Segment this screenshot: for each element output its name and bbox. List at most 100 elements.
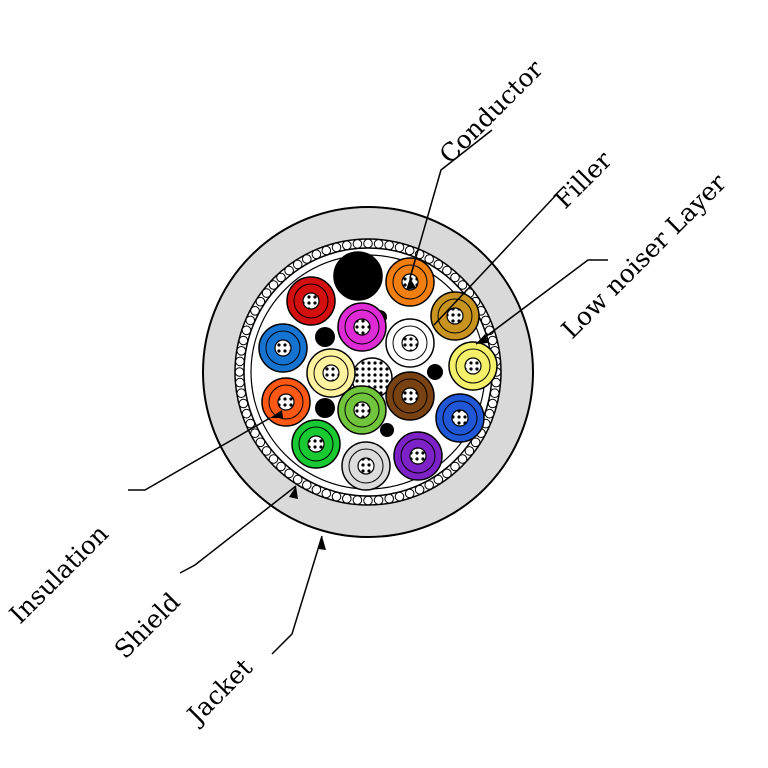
conductor [307, 435, 325, 453]
shield-bead [363, 238, 373, 249]
shield-bead [276, 461, 286, 472]
insulated-core [448, 341, 498, 391]
shield-bead [442, 265, 452, 276]
shield-bead [489, 388, 500, 399]
shield-bead [373, 239, 384, 249]
insulation-ring [455, 348, 491, 384]
insulated-core [435, 393, 485, 443]
shield-bead [236, 346, 247, 356]
insulation-ring [265, 330, 301, 366]
shield-bead [235, 356, 245, 367]
insulated-core [333, 251, 383, 301]
shield-bead [292, 474, 303, 485]
insulation-ring [400, 438, 436, 474]
filler-dot [315, 398, 335, 418]
leader-lines [128, 129, 608, 655]
arrowheads [270, 278, 488, 550]
insulation [333, 251, 383, 301]
shield-bead [442, 468, 452, 479]
filler-dot [315, 327, 335, 347]
filler-dot [427, 364, 443, 380]
insulated-core [261, 377, 311, 427]
shield-bead [450, 272, 460, 283]
shield-bead [255, 296, 266, 307]
shield-bead [457, 280, 468, 290]
insulation-ring [437, 298, 473, 334]
conductor [274, 339, 292, 357]
label-shield: Shield [109, 587, 186, 664]
shield-bead [268, 454, 279, 464]
shield-bead [352, 239, 363, 249]
insulation-ring [293, 283, 329, 319]
label-jacket: Jacket [180, 653, 258, 731]
conductor [302, 292, 320, 310]
conductor [353, 318, 371, 336]
conductor [322, 364, 340, 382]
label-insulation: Insulation [4, 519, 114, 629]
insulated-core [341, 441, 391, 491]
label-filler: Filler [549, 146, 618, 215]
shield-bead [470, 437, 481, 448]
shield-bead [236, 388, 247, 399]
shield-bead [255, 437, 266, 448]
insulated-core [337, 302, 387, 352]
insulated-core [430, 291, 480, 341]
shield-bead [284, 468, 294, 479]
conductor [446, 307, 464, 325]
shield-bead [487, 335, 498, 346]
shield-bead [276, 272, 286, 283]
shield-bead [384, 493, 395, 504]
shield-bead [261, 288, 272, 298]
insulated-core [258, 323, 308, 373]
label-conductor: Conductor [434, 54, 549, 169]
shield-bead [394, 491, 405, 502]
insulated-core [337, 385, 387, 435]
insulated-core [393, 431, 443, 481]
insulation-ring [392, 264, 428, 300]
insulated-core [291, 419, 341, 469]
insulation-ring [268, 384, 304, 420]
insulation-ring [348, 448, 384, 484]
shield-bead [234, 367, 245, 377]
shield-bead [261, 446, 272, 456]
shield-bead [433, 259, 444, 270]
shield-bead [284, 265, 294, 276]
shield-bead [238, 335, 249, 346]
shield-bead [238, 398, 249, 409]
insulation-ring [344, 392, 380, 428]
shield-bead [342, 240, 352, 251]
shield-bead [373, 495, 384, 505]
conductor [353, 401, 371, 419]
shield-bead [235, 377, 245, 388]
insulation-ring [298, 426, 334, 462]
insulation-ring [392, 378, 428, 414]
conductor [357, 457, 375, 475]
shield-bead [292, 259, 303, 270]
shield-bead [268, 280, 279, 290]
shield-bead [487, 398, 498, 409]
shield-bead [433, 474, 444, 485]
insulated-core [306, 348, 356, 398]
conductor [409, 447, 427, 465]
filler-dot [380, 423, 394, 437]
shield-bead [464, 446, 475, 456]
conductor [401, 387, 419, 405]
insulation-ring [313, 355, 349, 391]
insulated-core [286, 276, 336, 326]
insulated-core [385, 318, 435, 368]
shield-bead [384, 240, 395, 251]
conductor [451, 409, 469, 427]
insulation-ring [392, 325, 428, 361]
shield-bead [457, 454, 468, 464]
shield-bead [363, 495, 373, 506]
cores [258, 251, 498, 491]
conductor [464, 357, 482, 375]
insulation-ring [442, 400, 478, 436]
shield-bead [331, 242, 342, 253]
shield-bead [342, 493, 352, 504]
insulation-ring [344, 309, 380, 345]
shield-bead [394, 242, 405, 253]
shield-bead [352, 495, 363, 505]
